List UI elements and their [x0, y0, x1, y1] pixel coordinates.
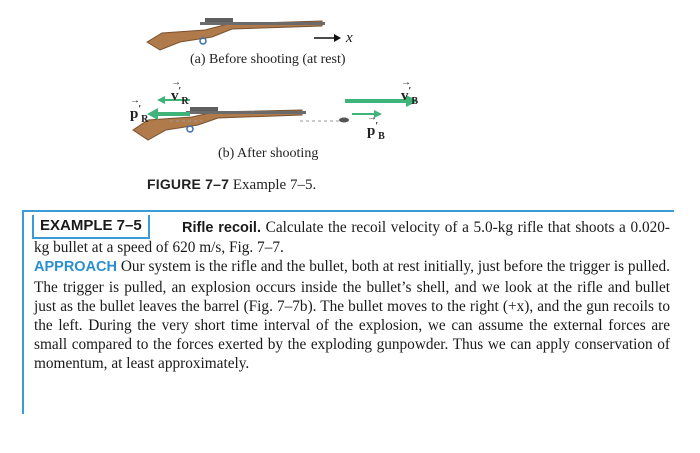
example-title: Rifle recoil. — [182, 220, 261, 236]
rifle-after-shot — [132, 107, 340, 141]
x-axis-arrow — [314, 34, 341, 42]
figure-7-7: x (a) Before shooting (at rest) →v′R →p′… — [0, 0, 700, 205]
bullet-momentum-arrow — [352, 110, 382, 118]
approach-paragraph: APPROACH Our system is the rifle and the… — [34, 257, 670, 373]
example-tag: EXAMPLE 7–5 — [32, 215, 150, 239]
caption-before-shooting: (a) Before shooting (at rest) — [190, 52, 346, 67]
figure-reference: Example 7–5. — [232, 177, 317, 193]
label-p-recoil: →p′R — [130, 95, 149, 125]
example-body: Rifle recoil. Calculate the recoil veloc… — [34, 218, 670, 374]
caption-after-shooting: (b) After shooting — [218, 146, 319, 161]
bullet-velocity-arrow — [345, 95, 418, 107]
recoil-momentum-arrow — [147, 108, 190, 120]
bullet — [339, 117, 349, 123]
recoil-velocity-arrow — [157, 96, 190, 104]
approach-label: APPROACH — [34, 259, 117, 276]
rifle-at-rest — [146, 18, 325, 51]
label-v-bullet: →v′B — [401, 77, 418, 107]
example-top-rule — [24, 210, 674, 212]
example-text: Calculate the recoil velocity of a 5.0-k… — [34, 219, 670, 257]
rifle-illustration — [132, 18, 418, 141]
label-p-bullet: →p′B — [367, 112, 385, 142]
figure-label: FIGURE 7–7 — [147, 176, 230, 192]
example-box: EXAMPLE 7–5 Rifle recoil. Calculate the … — [22, 210, 674, 414]
problem-statement: Rifle recoil. Calculate the recoil veloc… — [34, 218, 670, 257]
rifle-barrel — [200, 22, 325, 25]
label-v-recoil: →v′R — [171, 77, 189, 107]
x-axis-label: x — [346, 30, 353, 46]
approach-text: Our system is the rifle and the bullet, … — [34, 258, 670, 373]
figure-caption: FIGURE 7–7 Example 7–5. — [147, 176, 316, 194]
